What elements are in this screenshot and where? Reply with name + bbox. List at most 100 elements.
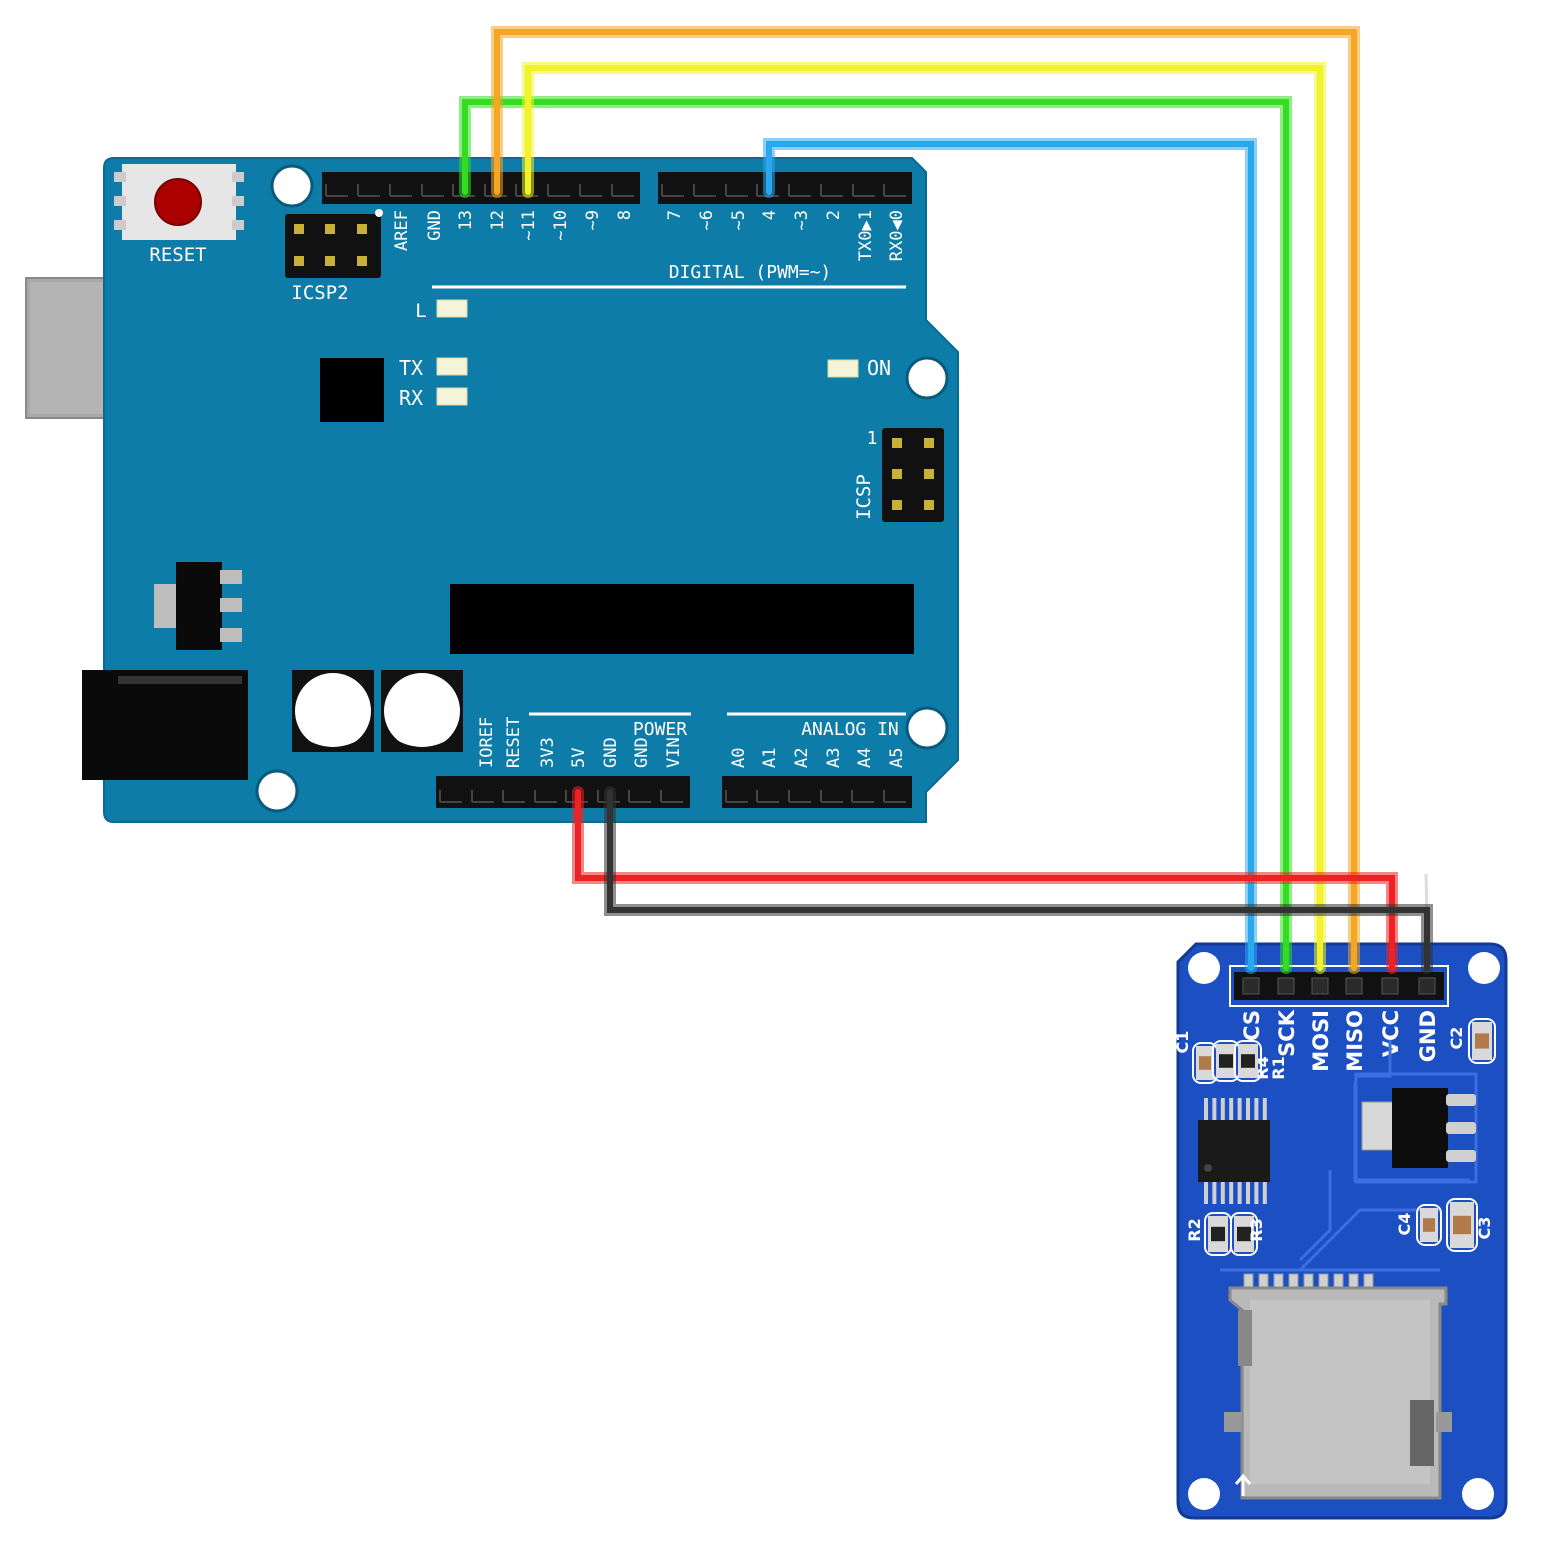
slot-pins	[1243, 1273, 1374, 1289]
regulator-leg	[220, 570, 242, 584]
sd-header-pin	[1242, 977, 1260, 995]
wire-core	[462, 99, 1289, 971]
digital-pin-label: ~9	[583, 210, 603, 230]
sd-header-pin	[1345, 977, 1363, 995]
header-socket	[439, 790, 462, 803]
header-socket	[883, 790, 906, 803]
wire-core	[575, 789, 1395, 971]
icsp2-dot	[375, 209, 383, 217]
sd-header-pin	[1381, 977, 1399, 995]
smd-label: R2	[1185, 1218, 1204, 1241]
power-header-block	[436, 776, 690, 808]
analog-pin-label: A5	[887, 748, 907, 768]
slot-pin	[1333, 1273, 1344, 1289]
digital-pin-label: 12	[488, 210, 508, 230]
header-socket	[820, 184, 843, 197]
icsp2-pin	[325, 224, 335, 234]
regulator-leg	[1446, 1094, 1476, 1106]
analog-pin-label: A3	[824, 748, 844, 768]
icsp2-pin	[294, 224, 304, 234]
icsp-pin	[924, 438, 934, 448]
ic-leg	[1246, 1098, 1250, 1122]
header-socket	[788, 184, 811, 197]
mounting-hole	[270, 164, 314, 208]
arduino-uno-board: RESET ICSP2	[25, 157, 959, 823]
ic-leg	[1254, 1098, 1259, 1122]
regulator-body	[1392, 1088, 1448, 1168]
trace	[1355, 1040, 1392, 1078]
ic-leg	[1204, 1180, 1208, 1204]
sd-header-block	[1234, 972, 1444, 1000]
digital-pin-label: ~3	[792, 210, 812, 230]
slot-arrow-icon	[1234, 1473, 1252, 1496]
arduino-pcb	[103, 157, 959, 823]
level-shifter-ic	[1198, 1098, 1270, 1204]
led-tx-label: TX	[399, 356, 423, 380]
reset-button-leg	[114, 220, 126, 230]
header-socket	[851, 790, 874, 803]
header-socket	[547, 184, 570, 197]
digital-pin-label: 13	[456, 210, 476, 230]
wire	[491, 26, 1360, 974]
reset-button[interactable]	[114, 164, 244, 240]
header-socket	[325, 184, 348, 197]
slot-pin	[1258, 1273, 1269, 1289]
power-pin-label: IOREF	[477, 717, 497, 768]
capacitor	[381, 670, 463, 752]
trace	[1298, 1208, 1440, 1272]
smd-outline	[1446, 1198, 1478, 1252]
header-socket	[421, 184, 444, 197]
smd-label: R3	[1247, 1218, 1266, 1241]
digital-header-block	[322, 172, 640, 204]
header-socket	[471, 790, 494, 803]
reset-button-leg	[232, 220, 244, 230]
regulator-leg	[1446, 1150, 1476, 1162]
header-socket	[389, 184, 412, 197]
header-socket	[534, 790, 557, 803]
smd-part-body	[1241, 1054, 1255, 1068]
ic-leg	[1212, 1098, 1217, 1122]
digital-pin-label: 2	[824, 210, 844, 220]
header-socket	[628, 790, 651, 803]
digital-pin-label: TX0▶1	[856, 210, 876, 261]
smd-label: R1	[1269, 1056, 1288, 1079]
led-l-label: L	[415, 300, 426, 322]
header-socket	[756, 790, 779, 803]
digital-pin-label: ~5	[729, 210, 749, 230]
wire-core	[525, 65, 1323, 971]
reset-button-leg	[232, 172, 244, 182]
ic-body	[1198, 1120, 1270, 1182]
smd-part-body	[1237, 1226, 1251, 1242]
power-pin-label: GND	[632, 737, 652, 768]
power-pin-label: VIN	[664, 737, 684, 768]
digital-label: DIGITAL (PWM=~)	[669, 262, 832, 283]
power-jack	[82, 670, 248, 780]
sd-header-pin	[1418, 977, 1436, 995]
usb-chip	[320, 358, 384, 422]
icsp2-pin	[294, 256, 304, 266]
icsp2-header	[285, 209, 383, 278]
ic-legs	[1204, 1098, 1267, 1204]
sd-pin-label: SCK	[1275, 1009, 1299, 1057]
smd-outline	[1234, 1040, 1262, 1082]
ic-leg	[1229, 1180, 1234, 1204]
power-label: POWER	[633, 719, 687, 740]
header-socket	[611, 184, 634, 197]
slot-pin	[1288, 1273, 1299, 1289]
ic-leg	[1204, 1098, 1208, 1122]
digital-header-block	[658, 172, 912, 204]
header-socket	[357, 184, 380, 197]
regulator-tab	[154, 584, 180, 628]
sd-header-pin	[1277, 977, 1295, 995]
analog-pin-label: A2	[792, 748, 812, 768]
slot-spring	[1238, 1310, 1252, 1366]
smd-part-body	[1475, 1033, 1489, 1049]
smd-outline	[1468, 1018, 1496, 1064]
analog-pin-label: A1	[760, 748, 780, 768]
digital-pin-label: ~11	[519, 210, 539, 241]
ic-leg	[1254, 1180, 1259, 1204]
smd-label: C4	[1395, 1213, 1414, 1236]
reset-button-leg	[114, 172, 126, 182]
